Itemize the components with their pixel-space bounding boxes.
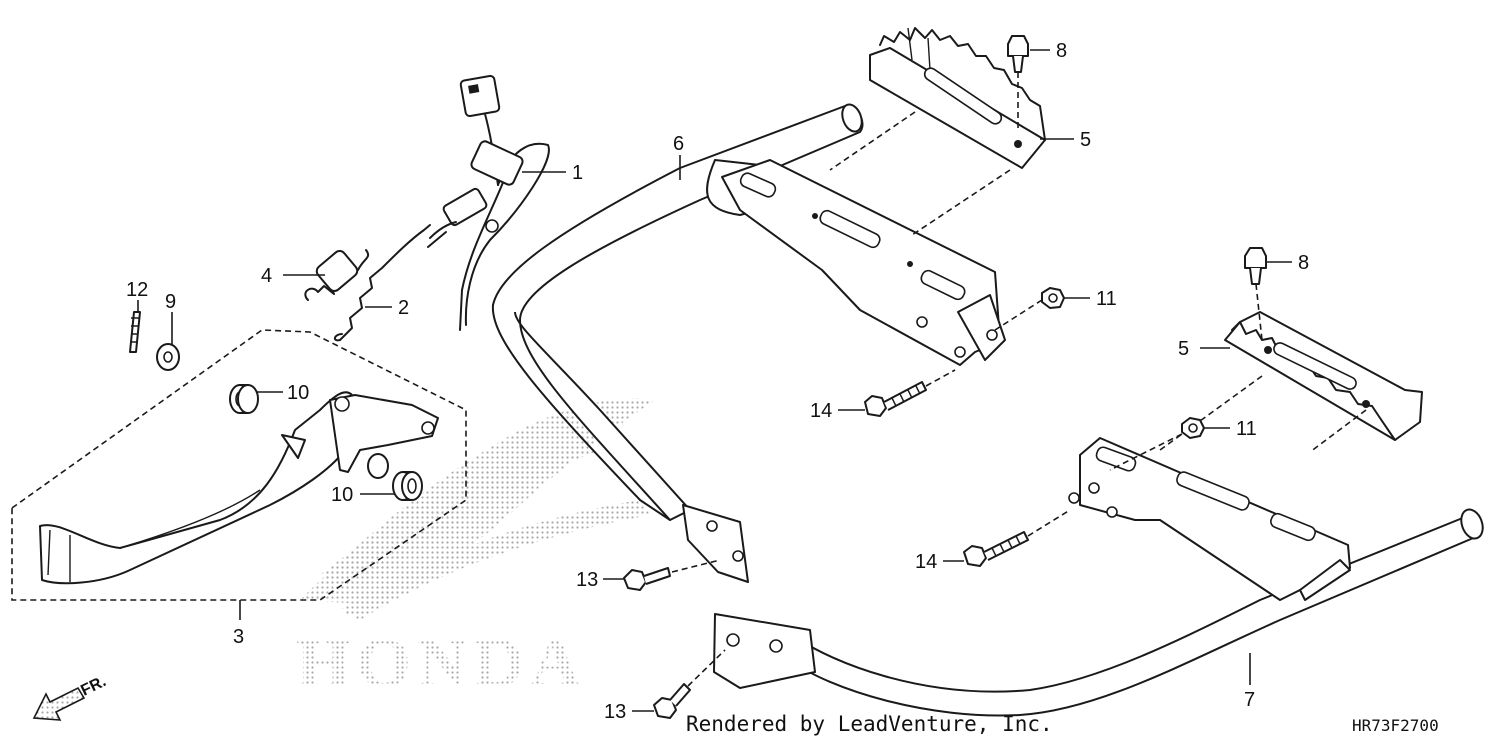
step-bar-part-7[interactable] (713, 437, 1487, 717)
nut-part-11-upper[interactable] (994, 287, 1065, 331)
callout-14-upper[interactable]: 14 (810, 400, 832, 422)
nut-part-11-lower[interactable] (1109, 417, 1205, 471)
callout-14-lower[interactable]: 14 (915, 551, 937, 573)
callout-12[interactable]: 12 (126, 279, 148, 301)
callout-1[interactable]: 1 (572, 162, 583, 184)
bolt-part-13-lower[interactable] (653, 649, 726, 719)
brake-pedal-part-3[interactable] (11, 329, 467, 601)
bolt-part-14-upper[interactable] (864, 369, 956, 417)
assembly-dashed-line-5-lower (1159, 375, 1367, 453)
callout-7[interactable]: 7 (1244, 689, 1255, 711)
step-bar-part-6[interactable] (160, 0, 1006, 583)
front-direction-arrow: FR. (32, 673, 109, 721)
callout-8-lower[interactable]: 8 (1298, 252, 1309, 274)
callout-6[interactable]: 6 (673, 133, 684, 155)
honda-watermark-text: HONDA (296, 625, 587, 702)
callout-9[interactable]: 9 (165, 291, 176, 313)
bushing-part-10-lower[interactable] (392, 471, 423, 501)
bolt-part-8-upper[interactable] (1007, 35, 1029, 130)
bolt-part-13-upper[interactable] (623, 559, 721, 591)
callout-11-lower[interactable]: 11 (1236, 418, 1257, 440)
callout-3[interactable]: 3 (233, 626, 244, 648)
callout-5-lower[interactable]: 5 (1178, 338, 1189, 360)
assembly-dashed-line-5-upper (829, 111, 1011, 236)
washer-part-9[interactable] (156, 343, 180, 371)
render-credit: Rendered by LeadVenture, Inc. (686, 712, 1053, 736)
callout-2[interactable]: 2 (398, 297, 409, 319)
callout-5-upper[interactable]: 5 (1080, 129, 1091, 151)
callout-11-upper[interactable]: 11 (1096, 288, 1117, 310)
footpeg-plate-part-5-upper[interactable] (869, 27, 1046, 169)
cotter-pin-part-12[interactable] (129, 311, 141, 353)
bolt-part-8-lower[interactable] (1244, 247, 1267, 341)
bolt-part-14-lower[interactable] (963, 509, 1071, 567)
callout-13-upper[interactable]: 13 (576, 569, 598, 591)
callout-8-upper[interactable]: 8 (1056, 40, 1067, 62)
callout-10-upper[interactable]: 10 (287, 382, 309, 404)
brake-switch-part-1[interactable] (427, 74, 550, 331)
spring-part-2[interactable] (334, 224, 431, 342)
front-direction-label: FR. (78, 673, 109, 700)
callout-labels: 1 2 3 4 5 5 6 7 8 8 9 10 10 11 11 12 13 … (126, 40, 1309, 723)
callout-13-lower[interactable]: 13 (604, 701, 626, 723)
callout-4[interactable]: 4 (261, 265, 272, 287)
diagram-code: HR73F2700 (1352, 716, 1439, 735)
bushing-part-10-upper[interactable] (229, 384, 259, 414)
callout-leaders (137, 49, 1292, 712)
footpeg-plate-part-5-lower[interactable] (1224, 311, 1423, 441)
spring-part-4[interactable] (304, 249, 370, 301)
callout-10-lower[interactable]: 10 (331, 484, 353, 506)
